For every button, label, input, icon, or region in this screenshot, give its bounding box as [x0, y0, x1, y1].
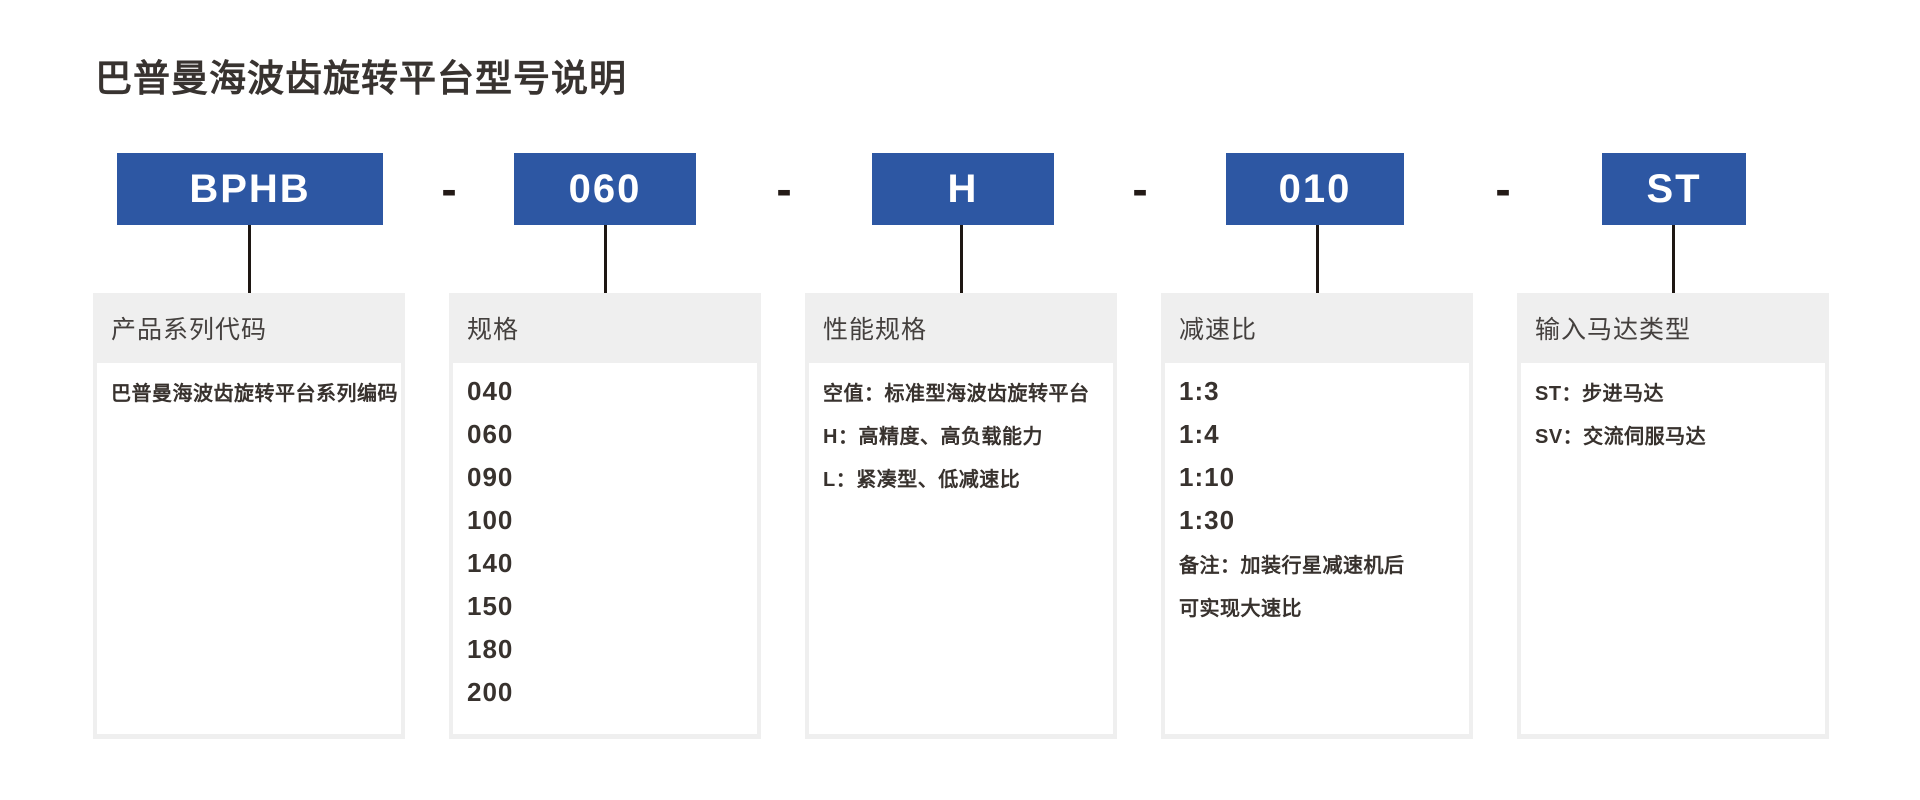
separator-dash: -: [441, 163, 457, 215]
card-line: 1:10: [1179, 462, 1236, 492]
card-line: 空值：标准型海波齿旋转平台: [823, 383, 1090, 405]
card-body: 空值：标准型海波齿旋转平台 H：高精度、高负载能力 L：紧凑型、低减速比: [809, 363, 1113, 734]
connector-line: [960, 225, 963, 293]
card-header: 性能规格: [823, 316, 928, 344]
page-title: 巴普曼海波齿旋转平台型号说明: [95, 58, 627, 99]
card-line: ST：步进马达: [1535, 383, 1665, 405]
card-header: 减速比: [1179, 316, 1258, 344]
card-line: 090: [467, 462, 514, 492]
connector-line: [1672, 225, 1675, 293]
spec-card-ratio: 减速比 1:3 1:4 1:10 1:30 备注：加装行星减速机后 可实现大速比: [1161, 293, 1473, 739]
model-segment-box-performance: H: [872, 153, 1054, 225]
card-line: 1:4: [1179, 419, 1220, 449]
card-header: 产品系列代码: [111, 316, 268, 344]
card-body: ST：步进马达 SV：交流伺服马达: [1521, 363, 1825, 734]
card-body: 巴普曼海波齿旋转平台系列编码: [97, 363, 401, 734]
card-line: 040: [467, 376, 514, 406]
card-body: 1:3 1:4 1:10 1:30 备注：加装行星减速机后 可实现大速比: [1165, 363, 1469, 734]
connector-line: [1316, 225, 1319, 293]
model-segment-box-size: 060: [514, 153, 696, 225]
model-segment-label: 010: [1278, 167, 1352, 211]
card-header: 输入马达类型: [1535, 316, 1692, 344]
separator-dash: -: [1132, 163, 1148, 215]
card-body: 040 060 090 100 140 150 180 200: [453, 363, 757, 734]
model-segment-box-ratio: 010: [1226, 153, 1404, 225]
model-segment-label: BPHB: [189, 167, 311, 211]
card-line: 150: [467, 591, 514, 621]
spec-card-motor: 输入马达类型 ST：步进马达 SV：交流伺服马达: [1517, 293, 1829, 739]
card-line: H：高精度、高负载能力: [823, 426, 1043, 448]
card-line: SV：交流伺服马达: [1535, 426, 1707, 448]
model-segment-label: 060: [568, 167, 642, 211]
card-line: 100: [467, 505, 514, 535]
card-line: 200: [467, 677, 514, 707]
card-line: L：紧凑型、低减速比: [823, 469, 1021, 491]
card-line: 060: [467, 419, 514, 449]
connector-line: [248, 225, 251, 293]
connector-line: [604, 225, 607, 293]
spec-card-size: 规格 040 060 090 100 140 150 180 200: [449, 293, 761, 739]
model-segment-label: H: [947, 167, 979, 211]
model-segment-box-motor: ST: [1602, 153, 1746, 225]
spec-card-series: 产品系列代码 巴普曼海波齿旋转平台系列编码: [93, 293, 405, 739]
card-line: 备注：加装行星减速机后: [1179, 555, 1405, 577]
card-line: 140: [467, 548, 514, 578]
card-line: 可实现大速比: [1179, 598, 1302, 620]
card-line: 180: [467, 634, 514, 664]
card-line: 巴普曼海波齿旋转平台系列编码: [111, 383, 398, 405]
card-header: 规格: [467, 316, 520, 344]
card-line: 1:3: [1179, 376, 1220, 406]
spec-card-performance: 性能规格 空值：标准型海波齿旋转平台 H：高精度、高负载能力 L：紧凑型、低减速…: [805, 293, 1117, 739]
model-segment-box-series: BPHB: [117, 153, 383, 225]
separator-dash: -: [1495, 163, 1511, 215]
separator-dash: -: [776, 163, 792, 215]
card-line: 1:30: [1179, 505, 1236, 535]
model-segment-label: ST: [1646, 167, 1702, 211]
